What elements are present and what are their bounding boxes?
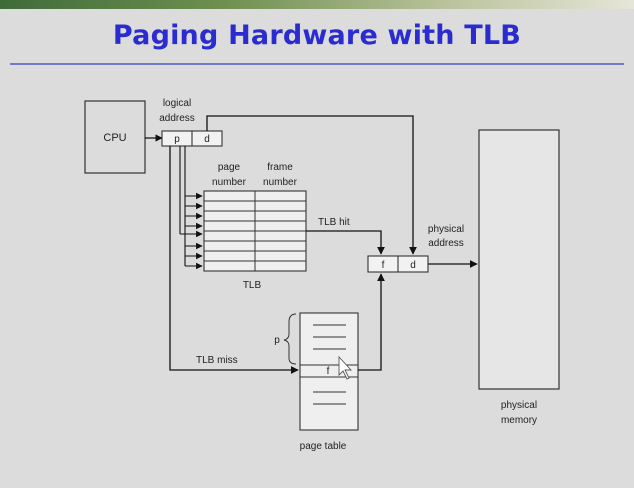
slide-title: Paging Hardware with TLB	[112, 20, 522, 51]
logical-address-label-line1: logical	[163, 98, 191, 109]
offset-d-path	[206, 115, 417, 255]
physical-f-cell: f	[382, 260, 385, 271]
page-table-label: page table	[300, 441, 347, 452]
tlb-search-arrows	[179, 146, 203, 270]
physical-memory-box	[478, 129, 560, 390]
physical-memory-label-line2: memory	[501, 415, 537, 426]
cpu-box: CPU	[84, 100, 146, 174]
page-table: f	[299, 312, 359, 431]
top-decorative-band	[0, 0, 634, 9]
logical-d-cell: d	[204, 134, 210, 145]
tlb-miss-label: TLB miss	[196, 355, 238, 366]
cpu-label: CPU	[103, 132, 126, 144]
tlb-miss-path	[169, 146, 299, 374]
mouse-cursor-icon	[338, 355, 353, 380]
physical-address-label-line1: physical	[428, 224, 464, 235]
physical-d-cell: d	[410, 260, 416, 271]
physical-address-label-line2: address	[428, 238, 464, 249]
page-table-f-label: f	[327, 366, 330, 377]
tlb-hit-path	[306, 230, 385, 255]
physical-address-box: f d	[367, 255, 429, 273]
logical-p-cell: p	[174, 134, 180, 145]
page-table-brace	[283, 313, 297, 365]
frame-number-label-line2: number	[263, 177, 298, 188]
title-underline	[10, 63, 624, 65]
physical-memory-label-line1: physical	[501, 400, 537, 411]
page-number-label-line2: number	[212, 177, 247, 188]
tlb-label: TLB	[243, 280, 262, 291]
logical-address-box: p d	[161, 130, 223, 147]
tlb-hit-label: TLB hit	[318, 217, 350, 228]
frame-number-label-line1: frame	[267, 162, 293, 173]
tlb-table	[203, 190, 307, 272]
page-table-p-label: p	[274, 335, 280, 346]
page-table-to-physical-path	[358, 273, 385, 371]
page-number-label-line1: page	[218, 162, 241, 173]
logical-address-label-line2: address	[159, 113, 195, 124]
